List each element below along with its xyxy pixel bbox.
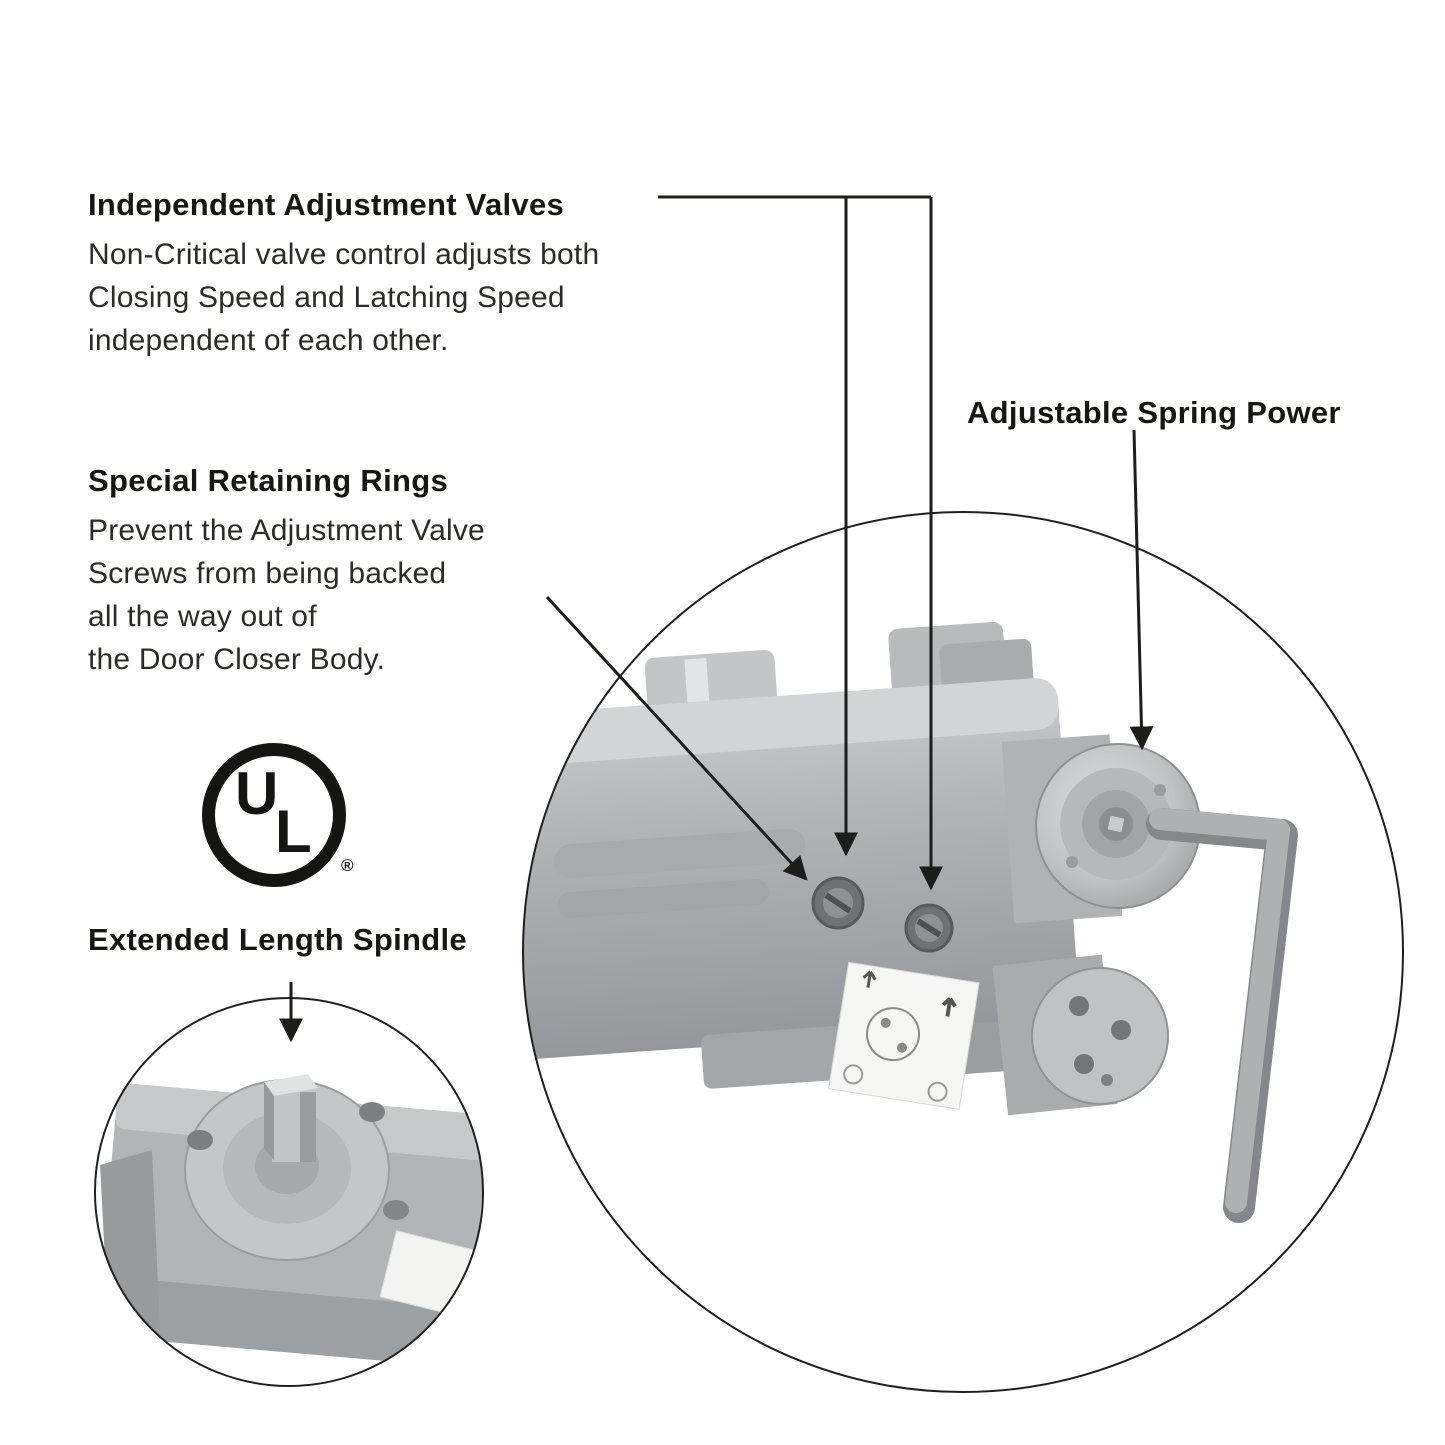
independent-valves-line: Closing Speed and Latching Speed — [88, 281, 565, 314]
independent-valves-line: independent of each other. — [88, 324, 449, 357]
callout-extended-spindle: Extended Length Spindle — [88, 921, 467, 959]
adjustment-valve-screw-2 — [904, 903, 954, 953]
hex-key — [1146, 808, 1298, 1223]
spring-power-title: Adjustable Spring Power — [967, 395, 1341, 430]
ul-letter-u: U — [235, 760, 279, 827]
extended-spindle-title: Extended Length Spindle — [88, 922, 467, 957]
ul-registered-symbol: ® — [341, 856, 354, 875]
retaining-rings-line: all the way out of — [88, 600, 317, 633]
spring-power-cap — [1001, 734, 1201, 924]
retaining-rings-line: Screws from being backed — [88, 557, 447, 590]
retaining-rings-line: the Door Closer Body. — [88, 643, 386, 676]
spindle-photo — [94, 997, 484, 1387]
retaining-rings-title: Special Retaining Rings — [88, 463, 449, 498]
callout-retaining-rings: Special Retaining Rings Prevent the Adju… — [88, 462, 485, 681]
large-detail-circle — [522, 511, 1404, 1393]
door-closer-photo — [522, 511, 1404, 1393]
small-detail-circle — [94, 997, 484, 1387]
door-closer-body — [523, 621, 1079, 1089]
callout-independent-valves: Independent Adjustment Valves Non-Critic… — [88, 186, 599, 362]
ul-certification-logo: U L — [202, 743, 346, 887]
ul-letter-l: L — [275, 798, 312, 865]
independent-valves-title: Independent Adjustment Valves — [88, 187, 565, 222]
retaining-rings-line: Prevent the Adjustment Valve — [88, 514, 485, 547]
connector-lines — [279, 195, 1154, 1043]
lower-cylinder — [992, 954, 1169, 1116]
instruction-sticker — [828, 961, 980, 1110]
spring-power-arrow — [1129, 429, 1154, 751]
callout-spring-power: Adjustable Spring Power — [967, 394, 1341, 432]
adjustment-valve-screw-1 — [811, 876, 865, 930]
retaining-rings-arrow — [545, 595, 808, 881]
independent-valves-line: Non-Critical valve control adjusts both — [88, 238, 600, 271]
spindle-post — [264, 1074, 318, 1162]
